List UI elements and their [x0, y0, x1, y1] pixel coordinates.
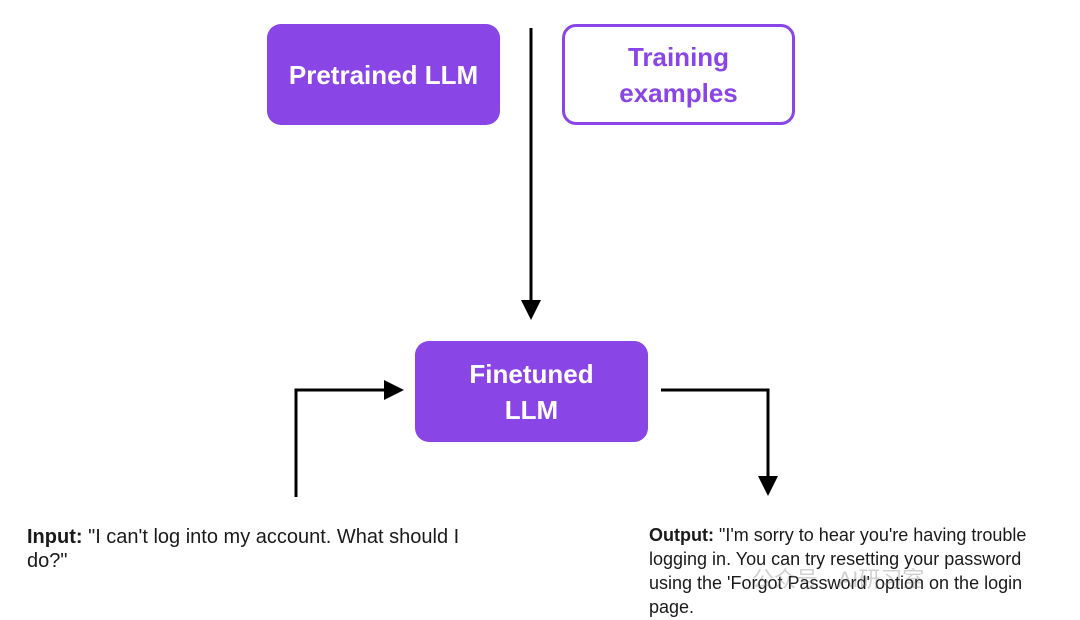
pretrained-llm-label: Pretrained LLM: [288, 59, 479, 90]
training-to-finetune-arrow: [521, 28, 541, 320]
training-examples-label-line1: Training: [627, 41, 730, 72]
input-text: "I can't log into my account. What shoul…: [27, 526, 460, 572]
finetuned-llm-label-line2: LLM: [504, 394, 559, 425]
input-label: Input:: [27, 526, 83, 548]
watermark-text: 公众号 · AI研习室: [752, 567, 925, 592]
output-label: Output:: [649, 525, 714, 545]
input-caption: Input: "I can't log into my account. Wha…: [27, 525, 467, 573]
input-arrow: [294, 380, 404, 497]
output-caption: Output: "I'm sorry to hear you're having…: [649, 523, 1054, 619]
pretrained-llm-box: Pretrained LLM: [267, 24, 500, 125]
training-examples-label-line2: examples: [619, 77, 738, 108]
finetuned-llm-box: Finetuned LLM: [415, 341, 648, 442]
training-examples-box: Training examples: [562, 24, 795, 125]
output-arrow: [661, 388, 778, 496]
finetuned-llm-label-line1: Finetuned: [469, 358, 594, 389]
output-text: "I'm sorry to hear you're having trouble…: [649, 525, 1027, 617]
